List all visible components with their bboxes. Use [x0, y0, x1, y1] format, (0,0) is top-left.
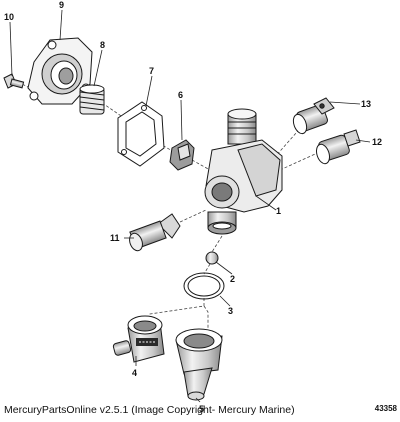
- callout-5: 5: [199, 404, 204, 414]
- part-10-bolt: [3, 73, 25, 89]
- callout-6: 6: [178, 90, 183, 100]
- callout-4: 4: [132, 368, 137, 378]
- callout-7: 7: [149, 66, 154, 76]
- callout-12: 12: [372, 137, 382, 147]
- part-4-marking-band: [136, 338, 158, 346]
- part-1-main-housing: [204, 108, 283, 235]
- callout-11: 11: [110, 233, 120, 243]
- part-5-cup-fitting: [175, 328, 223, 401]
- part-9-housing-flange: [27, 37, 93, 105]
- part-2-check-ball: [205, 251, 219, 265]
- callout-13: 13: [361, 99, 371, 109]
- part-11-fitting: [129, 213, 181, 252]
- diagram-reference-number: 43358: [374, 404, 397, 413]
- image-caption: MercuryPartsOnline v2.5.1 (Image Copyrig…: [4, 404, 295, 416]
- part-4-cup-fitting: [112, 315, 165, 363]
- callout-8: 8: [100, 40, 105, 50]
- callout-labels: 10 9 8 7 6 1 11 13 12 2 3 4 5: [4, 0, 382, 414]
- part-12-fitting: [316, 129, 361, 165]
- part-8-spring: [79, 84, 105, 115]
- part-7-gasket: [117, 101, 165, 167]
- callout-10: 10: [4, 12, 14, 22]
- assembly-lines: [17, 81, 325, 328]
- part-3-o-ring: [183, 272, 225, 300]
- part-13-fitting: [292, 97, 335, 135]
- callout-3: 3: [228, 306, 233, 316]
- callout-1: 1: [276, 206, 281, 216]
- part-6-valve: [169, 139, 195, 171]
- callout-2: 2: [230, 274, 235, 284]
- callout-9: 9: [59, 0, 64, 10]
- leader-lines: [9, 9, 371, 403]
